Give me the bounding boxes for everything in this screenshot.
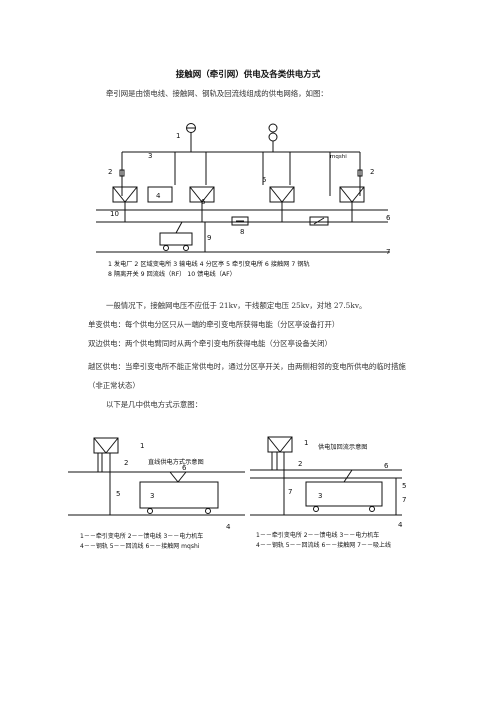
diagrams-intro-paragraph: 以下是几中供电方式示意图： <box>106 400 203 409</box>
fig1-legend-line-1: 1 发电厂 2 区域变电所 3 输电线 4 分区亭 5 牵引变电所 6 接触网 … <box>108 260 310 268</box>
fig3-legend-line-2: 4－－钢轨 5－－回流线 6－－接触网 7－－吸上线 <box>256 541 391 549</box>
label-6a: 6 <box>201 198 206 206</box>
fig2-label-4: 4 <box>226 523 231 531</box>
label-3: 3 <box>148 152 152 160</box>
fig2-legend-line-1: 1－－牵引变电所 2－－馈电线 3－－电力机车 <box>80 532 203 540</box>
fig3-label-4: 4 <box>398 521 403 529</box>
page-title: 接触网（牵引网）供电及各类供电方式 <box>175 70 321 80</box>
label-9: 9 <box>207 234 211 242</box>
return-supply-diagram <box>250 436 402 516</box>
fig3-label-7b: 7 <box>402 496 406 504</box>
fig3-legend-line-1: 1－－牵引变电所 2－－馈电线 3－－电力机车 <box>256 531 379 539</box>
fig3-label-1: 1 <box>304 439 308 447</box>
fig3-label-6: 6 <box>384 462 389 470</box>
fig3-title: 供电加回流示意图 <box>318 443 368 451</box>
fig1-legend-line-2: 8 隔离开关 9 回流线（RF） 10 馈电线（AF） <box>108 270 236 278</box>
fig2-label-3: 3 <box>150 492 154 500</box>
electric-locomotive <box>159 232 193 246</box>
voltage-paragraph: 一般情况下，接触网电压不应低于 21kv，干线额定电压 25kv，对地 27.5… <box>106 301 367 310</box>
label-8: 8 <box>240 228 244 236</box>
regional-substation-icon <box>268 123 278 133</box>
label-7: 7 <box>386 248 390 256</box>
fig3-label-7a: 7 <box>288 488 292 496</box>
breaker-left <box>119 169 125 177</box>
label-10: 10 <box>110 210 119 218</box>
label-5: 5 <box>262 176 266 184</box>
cross-zone-supply-paragraph: 越区供电：当牵引变电所不能正常供电时，通过分区亭开关，由两侧相邻的变电所供电的临… <box>88 362 406 390</box>
fig3-label-2: 2 <box>298 460 302 468</box>
label-2a: 2 <box>108 168 112 176</box>
breaker-right <box>357 169 363 177</box>
fig2-label-1: 1 <box>140 442 144 450</box>
double-supply-paragraph: 双边供电：两个供电臂同时从两个牵引变电所获得电能（分区亭设备关闭） <box>88 339 332 348</box>
fig3-label-3: 3 <box>318 492 322 500</box>
label-4: 4 <box>156 192 161 200</box>
substation-row <box>112 186 365 203</box>
intro-paragraph: 牵引网是由馈电线、接触网、钢轨及回流线组成的供电网络，如图： <box>106 89 328 98</box>
fig2-legend-line-2: 4－－钢轨 5－－回流线 6－－接触网 mqshi <box>80 542 200 550</box>
single-supply-paragraph: 单变供电：每个供电分区只从一端的牵引变电所获得电能（分区亭设备打开） <box>88 320 340 329</box>
fig2-label-6: 6 <box>182 464 187 472</box>
direct-supply-diagram <box>68 437 245 516</box>
label-2b: 2 <box>370 168 374 176</box>
watermark-text: mqshi <box>330 154 347 160</box>
fig2-label-2: 2 <box>124 459 128 467</box>
fig2-title: 直线供电方式示意图 <box>148 458 204 466</box>
label-1: 1 <box>176 132 180 140</box>
isolating-switch <box>231 216 249 226</box>
fig2-label-5: 5 <box>116 490 120 498</box>
label-6b: 6 <box>386 214 391 222</box>
fig2-locomotive <box>139 481 219 509</box>
fig3-label-5: 5 <box>402 482 406 490</box>
